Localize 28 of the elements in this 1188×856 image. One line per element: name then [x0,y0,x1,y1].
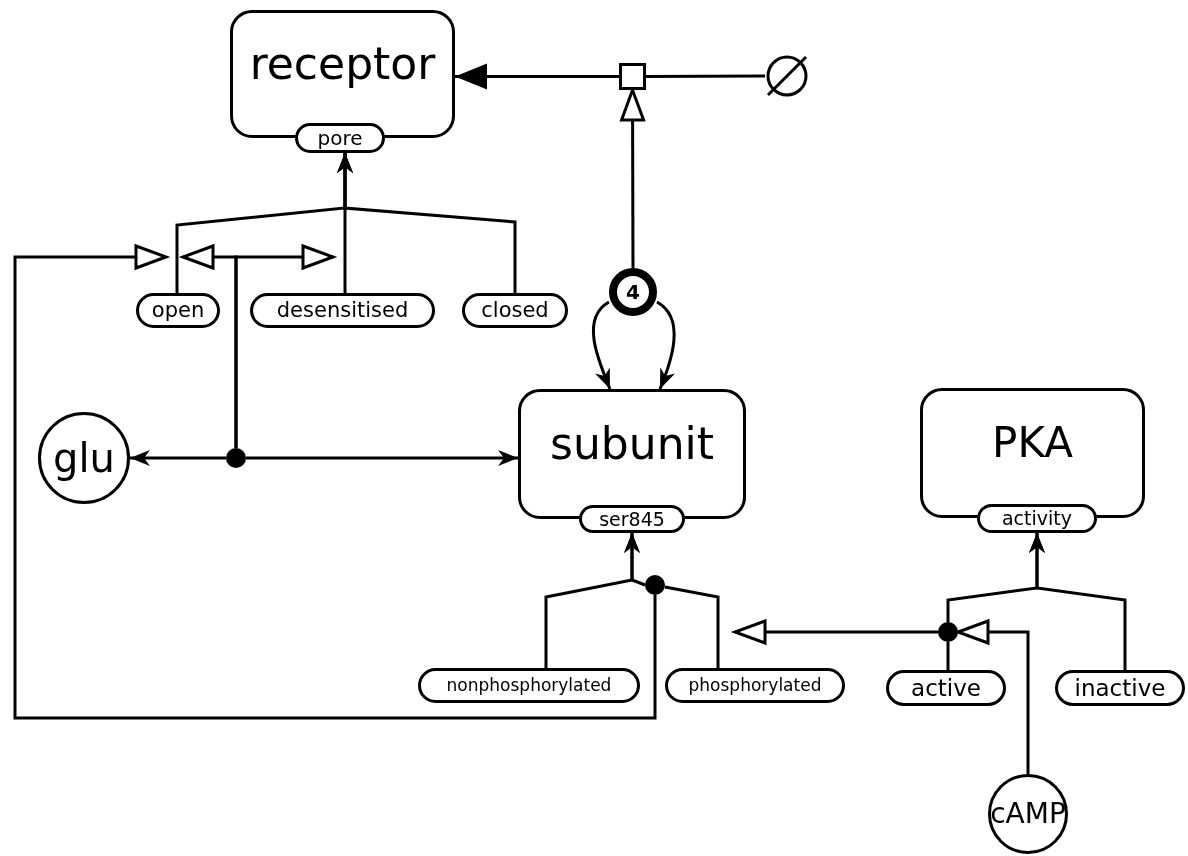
arrow [13,244,657,720]
state-variable: active [886,670,1006,706]
state-variable: desensitised [250,293,435,328]
arrow [246,450,518,466]
state-variable: nonphosphorylated [418,668,640,703]
arrow [620,88,646,268]
state-variable: open [136,293,220,328]
arrow [181,244,238,448]
state-variable: ser845 [579,505,685,533]
connector-line [946,642,950,670]
state-variable: inactive [1055,670,1185,706]
arrow [1029,533,1127,670]
arrow [656,300,676,390]
arrow [591,300,612,390]
arrow [956,619,1030,774]
connector-line [646,74,765,78]
arrow [337,153,517,293]
arrow [455,63,619,90]
state-variable: phosphorylated [665,668,845,703]
connector-line [664,585,720,668]
state-variable: pore [295,123,385,153]
state-variable: closed [462,293,568,328]
state-variable: activity [977,504,1097,533]
process-square [619,63,646,90]
arrow [624,533,646,587]
arrow [130,450,226,466]
arrow [733,619,938,645]
empty-set-symbol [765,54,809,98]
